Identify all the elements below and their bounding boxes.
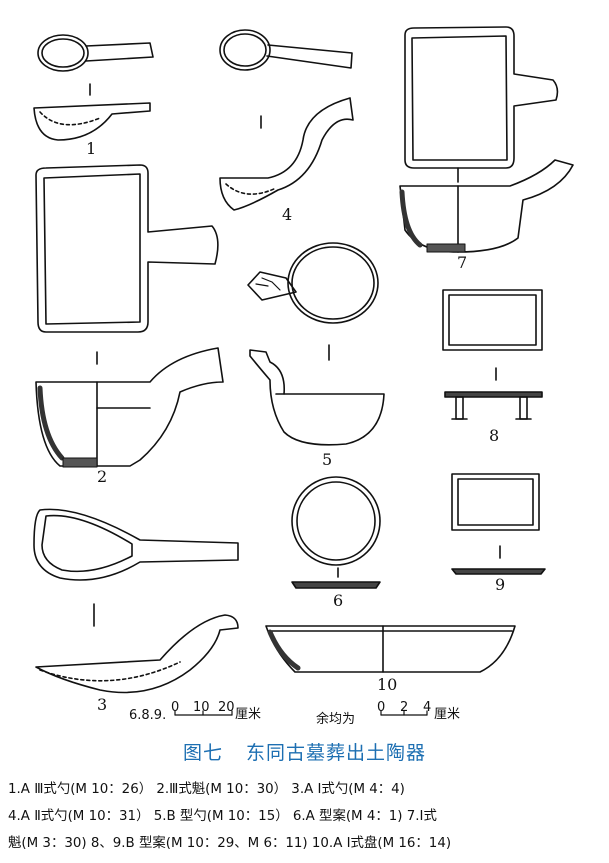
label-5: 5 (322, 450, 333, 469)
table-9-drawing (451, 473, 546, 575)
vessel-2-drawing (35, 164, 224, 468)
ladle-5-drawing (247, 242, 385, 446)
scale-rest-tick-0: 0 (377, 700, 386, 715)
scale-rest-unit: 厘米 (434, 707, 461, 722)
figure-number: 图七 (182, 742, 223, 764)
scale-rest-prefix: 余均为 (316, 712, 356, 727)
figure-title-text: 东同古墓葬出土陶器 (246, 742, 427, 764)
caption-line: 1.A Ⅲ式勺(M 10：26） 2.Ⅲ式魁(M 10：30） 3.A Ⅰ式勺(… (8, 782, 405, 797)
label-1: 1 (86, 139, 97, 158)
figure-title: 图七 东同古墓葬出土陶器 (0, 738, 609, 765)
label-8: 8 (489, 426, 500, 445)
ladle-4-drawing (219, 29, 354, 211)
scale-rest-tick-4: 4 (423, 700, 432, 715)
label-10: 10 (377, 675, 398, 694)
label-2: 2 (97, 467, 108, 486)
label-4: 4 (282, 205, 293, 224)
figure-caption: 1.A Ⅲ式勺(M 10：26） 2.Ⅲ式魁(M 10：30） 3.A Ⅰ式勺(… (8, 776, 604, 857)
table-8-drawing (442, 289, 543, 420)
label-9: 9 (495, 575, 506, 594)
tray-6-drawing (291, 476, 381, 589)
scale-small-tick-20: 20 (218, 700, 235, 715)
basin-10-drawing (265, 625, 516, 673)
vessel-7-drawing (399, 26, 574, 253)
caption-line: 4.A Ⅱ式勺(M 10：31） 5.B 型勺(M 10：15） 6.A 型案(… (8, 809, 437, 824)
label-7: 7 (457, 253, 468, 272)
scale-rest-tick-2: 2 (400, 700, 409, 715)
label-6: 6 (333, 591, 344, 610)
label-3: 3 (97, 695, 108, 714)
ladle-1-drawing (33, 34, 154, 141)
scale-small-unit: 厘米 (235, 707, 262, 722)
scale-bar-small (174, 710, 233, 716)
scale-small-tick-10: 10 (193, 700, 210, 715)
scale-bar-rest (380, 710, 428, 716)
scale-small-prefix: 6.8.9. (129, 708, 167, 723)
ladle-3-drawing (33, 508, 239, 694)
scale-small-tick-0: 0 (171, 700, 180, 715)
caption-line: 魁(M 3：30) 8、9.B 型案(M 10：29、M 6：11) 10.A … (8, 836, 452, 851)
